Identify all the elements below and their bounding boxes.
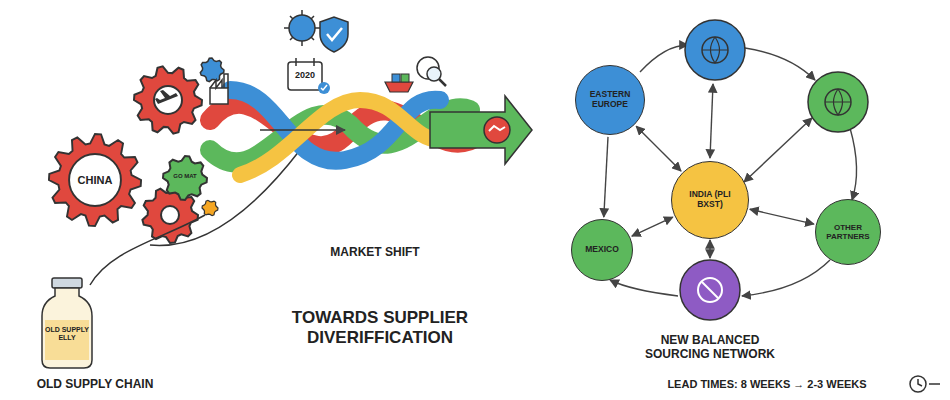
diagram-title: TOWARDS SUPPLIER DIVERIFFICATION	[290, 308, 470, 347]
purple-circle	[680, 260, 740, 320]
section-label: OLD SUPPLY CHAIN	[10, 378, 180, 392]
handshake-mark	[489, 126, 505, 131]
bottle-cap	[52, 278, 82, 288]
factory-icon	[210, 88, 228, 104]
plane-icon	[155, 90, 178, 104]
blocked-icon	[698, 278, 722, 302]
ship-container	[401, 74, 409, 82]
check-badge	[318, 82, 330, 94]
shield-check	[327, 28, 342, 40]
network-connector	[604, 137, 608, 217]
node-text: OTHER PARTNERS	[822, 223, 875, 241]
bottle	[42, 288, 92, 368]
globe-circle	[808, 72, 868, 132]
ship-icon	[385, 82, 413, 92]
network-connector	[632, 217, 673, 236]
flow-line	[90, 215, 205, 285]
globe-mark	[702, 37, 728, 63]
calendar-year: 2020	[289, 70, 321, 80]
country-circle: OTHER PARTNERS	[815, 199, 881, 265]
blue-gear	[200, 58, 224, 82]
bottle-label: OLD SUPPLY ELLY	[44, 326, 90, 342]
factory-roof	[210, 74, 228, 88]
node-text: MEXICO	[585, 245, 619, 255]
calendar-icon	[288, 62, 322, 90]
gear-label: GO MAT	[166, 173, 204, 180]
shield-icon	[320, 17, 348, 52]
ship-container	[392, 74, 400, 82]
lead-time-note: LEAD TIMES: 8 WEEKS → 2-3 WEEKS	[622, 378, 912, 391]
node-text: CHINA	[78, 174, 113, 187]
country-circle: MEXICO	[571, 219, 633, 281]
gear-hub	[161, 206, 179, 224]
magnifier-handle	[439, 79, 446, 86]
globe-lines	[825, 89, 851, 115]
handshake-icon	[484, 117, 510, 143]
ribbon-yellow	[240, 100, 440, 175]
hub-circle: INDIA (PLI BXST)	[671, 161, 749, 239]
green-gear	[163, 156, 207, 200]
globe-circle	[685, 20, 745, 80]
virus-spikes	[284, 10, 320, 46]
gear-node: CHINA	[47, 132, 143, 228]
globe-lines	[702, 37, 728, 63]
globe-mark	[825, 89, 851, 115]
small-gear	[202, 200, 218, 215]
calendar-rings	[296, 58, 314, 66]
node-text: EASTERN EUROPE	[582, 90, 638, 110]
country-circle: EASTERN EUROPE	[575, 65, 645, 135]
blocked-slash	[702, 282, 718, 298]
flow-arrow	[260, 129, 345, 131]
check-mark	[321, 85, 327, 90]
gear-hub	[154, 86, 182, 114]
network-connector	[750, 209, 814, 224]
red-gear	[134, 66, 202, 133]
section-label: NEW BALANCED SOURCING NETWORK	[630, 334, 790, 362]
node-text: INDIA (PLI BXST)	[679, 190, 741, 210]
section-label: MARKET SHIFT	[300, 246, 450, 260]
big-arrow	[430, 96, 532, 164]
clock-hands	[918, 379, 940, 386]
network-connector	[636, 126, 681, 171]
magnifier-icon	[427, 67, 441, 81]
bottle-contents	[45, 320, 89, 360]
